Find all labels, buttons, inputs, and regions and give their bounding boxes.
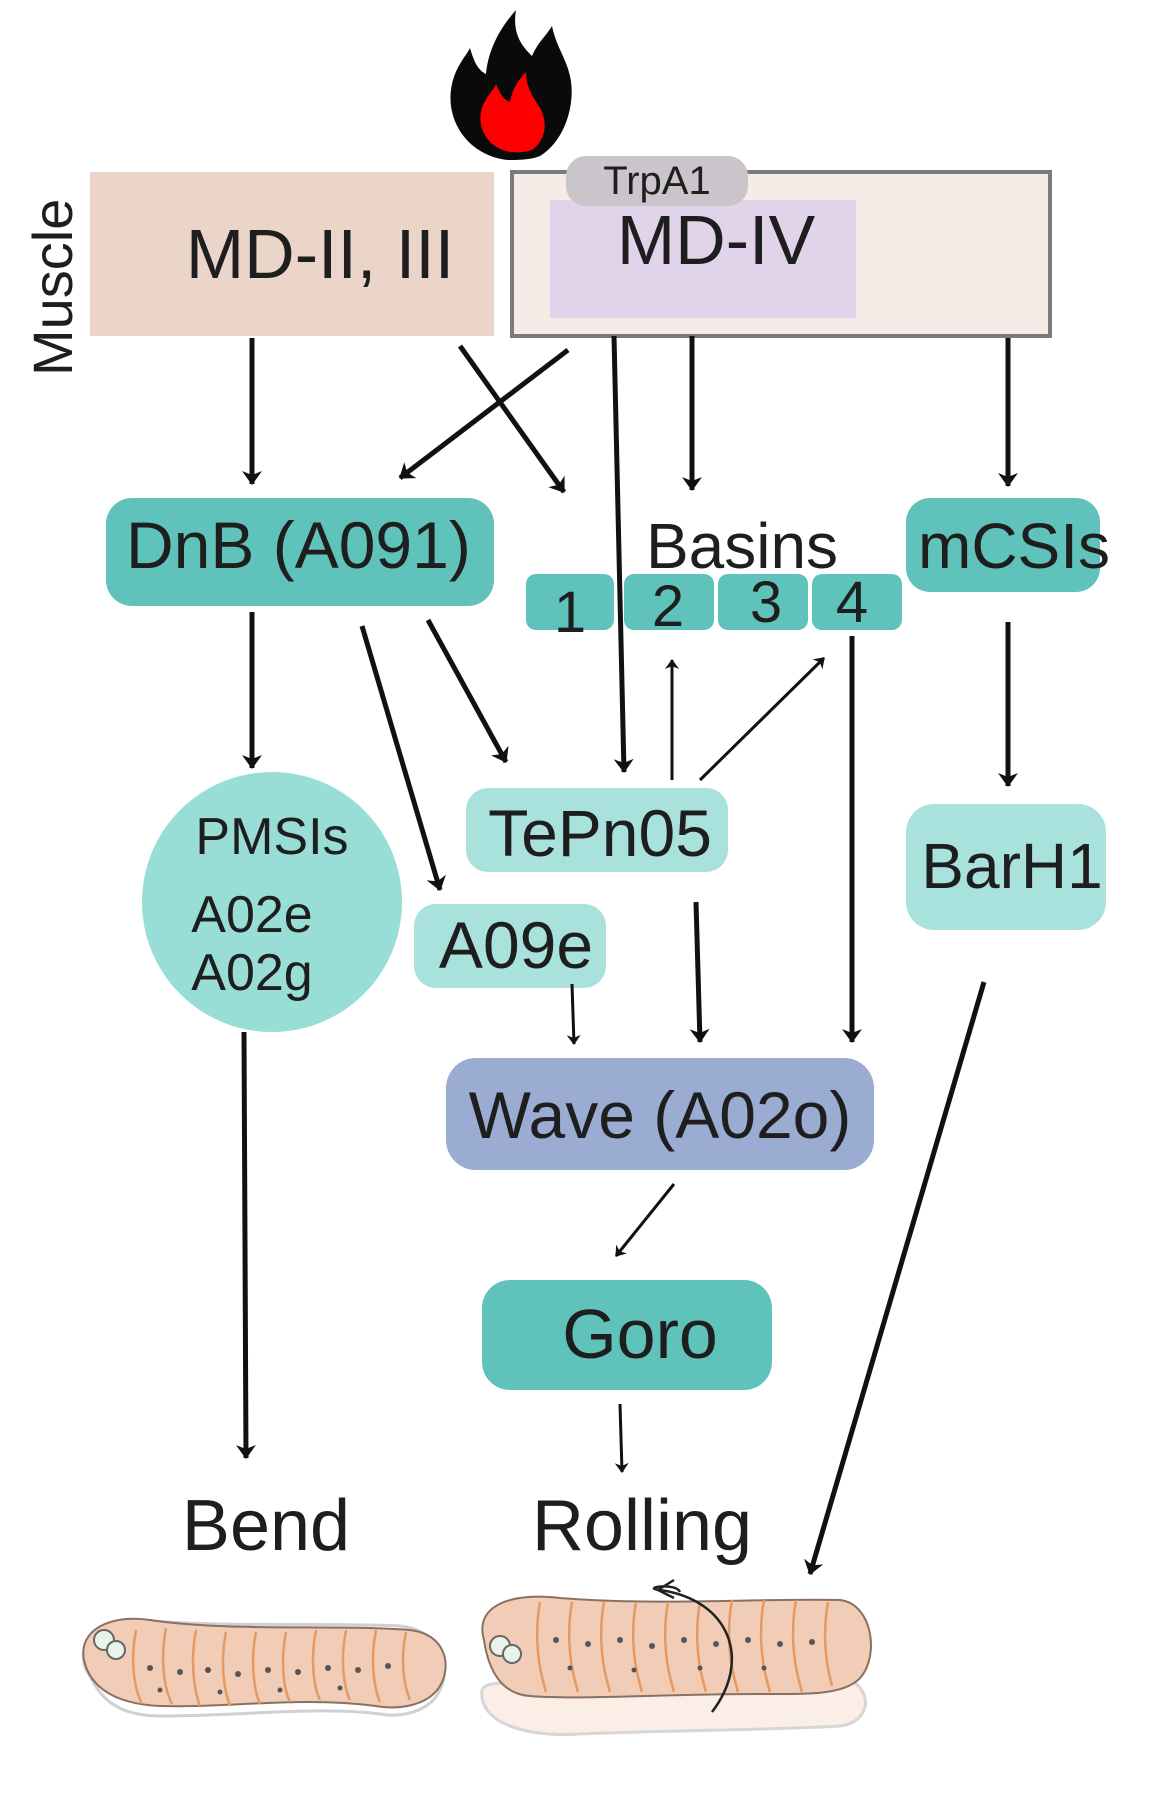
arrow-goro-rolling (614, 1403, 629, 1473)
arrow-md4-tepn05 (611, 335, 634, 773)
roll-arc-icon (659, 1588, 734, 1713)
goro-node (482, 1280, 772, 1390)
mcsis-label: mCSIs (918, 510, 1110, 582)
a02g-label: A02g (191, 944, 312, 1002)
md-ii-iii-label: MD-II, III (186, 215, 454, 293)
basin-4-label: 4 (836, 570, 868, 635)
dnb-node (106, 498, 494, 606)
arrow-pmsis-bend (235, 1031, 256, 1459)
barh1-node (906, 804, 1106, 930)
goro-label: Goro (562, 1295, 718, 1373)
basin-3: 3 (718, 570, 808, 635)
a09e-label: A09e (439, 908, 593, 982)
md-ii-iii-box (90, 172, 494, 336)
md-iv-label: MD-IV (617, 201, 816, 279)
barh1-label: BarH1 (921, 830, 1102, 902)
arrow-barh1-rolling (804, 981, 987, 1575)
arrow-md4-dnb (398, 348, 570, 480)
basin-4: 4 (812, 570, 902, 635)
pmsis-node (142, 772, 402, 1032)
wave-node (446, 1058, 874, 1170)
a09e-node (414, 904, 606, 988)
tepn05-label: TePn05 (488, 796, 712, 870)
a02e-label: A02e (191, 886, 312, 944)
arrow-tepn05-basin4 (698, 656, 826, 782)
arrow-a09e-wave (566, 983, 581, 1045)
mcsis-node (906, 498, 1100, 592)
basin-3-label: 3 (750, 570, 782, 635)
arrow-wave-goro (614, 1183, 676, 1257)
basin-2-label: 2 (652, 574, 684, 639)
larva-rolling-icon (480, 1578, 872, 1737)
basins-label: Basins (646, 510, 838, 582)
arrow-dnb-a09e (359, 625, 446, 891)
md-iv-inner (550, 200, 856, 318)
dnb-label: DnB (A091) (126, 508, 471, 582)
trpa1-label: TrpA1 (603, 159, 710, 203)
tepn05-node (466, 788, 728, 872)
rolling-label: Rolling (532, 1486, 752, 1566)
arrow-tepn05-wave (689, 901, 710, 1043)
arrow-dnb-tepn05 (425, 618, 509, 764)
basin-1: 1 (526, 574, 614, 645)
bend-label: Bend (182, 1486, 350, 1566)
arrows (235, 335, 1018, 1575)
wave-label: Wave (A02o) (469, 1078, 852, 1152)
basin-2: 2 (624, 574, 714, 639)
basin-1-label: 1 (554, 580, 586, 645)
flame-icon (450, 10, 572, 160)
trpa1-badge (566, 156, 748, 206)
arrow-md23-basins (457, 344, 567, 494)
larva-bend-icon (81, 1617, 447, 1718)
pmsis-label: PMSIs (195, 808, 348, 866)
muscle-label: Muscle (21, 199, 84, 376)
